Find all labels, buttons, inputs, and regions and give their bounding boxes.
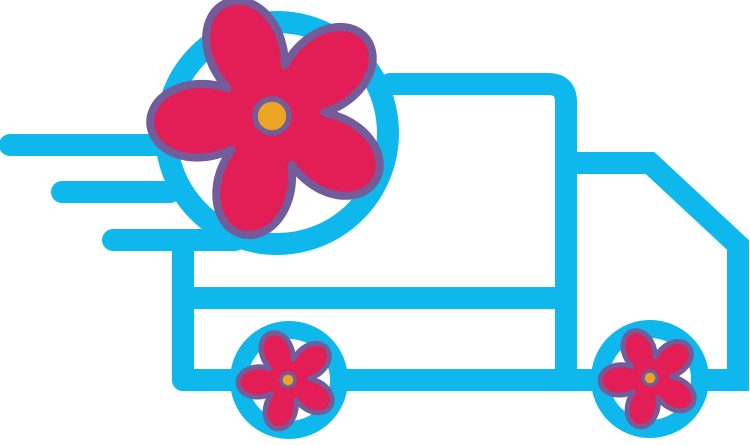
- left-wheel-flower-center: [279, 371, 297, 389]
- truck-cab: [172, 152, 749, 391]
- big-flower-center: [252, 96, 292, 136]
- cargo-box: [172, 73, 577, 391]
- right-wheel-flower-center: [641, 369, 659, 387]
